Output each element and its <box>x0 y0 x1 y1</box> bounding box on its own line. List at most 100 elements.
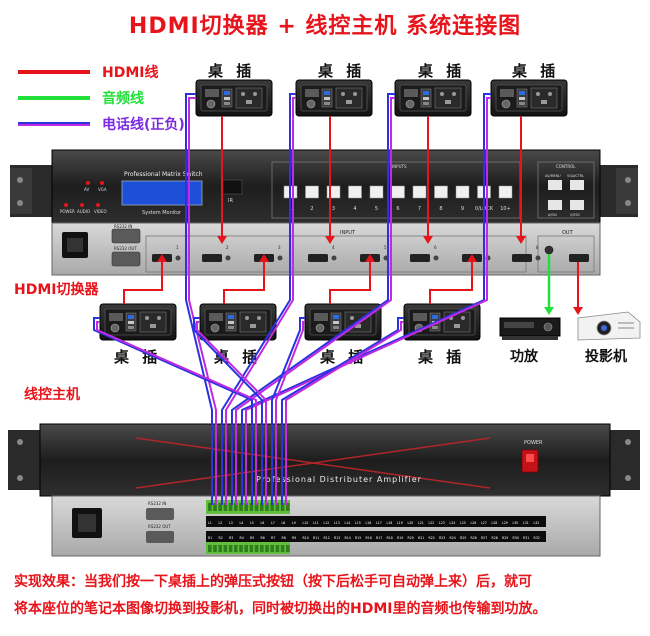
legend-label-audio: 音频线 <box>102 91 144 107</box>
terminal-label-l11: L11 <box>313 521 319 525</box>
desk-label-top-2: 桌 插 <box>318 62 366 80</box>
input-button-4[interactable] <box>348 185 362 199</box>
control-button-av[interactable] <box>548 180 562 190</box>
terminal-label-l19: L19 <box>397 521 403 525</box>
hdmi-input-port-4 <box>308 254 328 262</box>
desk-socket-top-1 <box>195 79 273 117</box>
hdmi-input-port-label-4: 4 <box>332 245 335 250</box>
terminal-label-l2: L2 <box>219 521 223 525</box>
control-button-on[interactable] <box>548 200 562 210</box>
switcher-rs232-out-label: RS232 OUT <box>114 246 137 251</box>
terminal-label-r1: R1 <box>208 536 212 540</box>
terminal-label-l22: L22 <box>429 521 435 525</box>
terminal-label-l18: L18 <box>387 521 393 525</box>
input-button-11[interactable] <box>498 185 513 199</box>
terminal-label-l12: L12 <box>324 521 330 525</box>
terminal-screw-bottom <box>275 545 280 552</box>
terminal-screw-top <box>260 503 264 511</box>
terminal-label-r13: R13 <box>334 536 340 540</box>
terminal-screw-top <box>254 503 259 511</box>
phone-line-blue-1 <box>185 93 213 505</box>
caption-line-2: 将本座位的笔记本图像切换到投影机，同时被切换出的HDMI里的音频也传输到功放。 <box>14 601 547 617</box>
terminal-screw-bottom <box>254 545 259 552</box>
switcher-front-panel: AV VGA POWER AUDIO VIDEO Professional Ma… <box>10 149 638 224</box>
terminal-label-l13: L13 <box>334 521 340 525</box>
input-button-9[interactable] <box>455 185 470 199</box>
hdmi-out-port <box>569 254 589 262</box>
control-label-v-esc: V/ESC <box>570 213 581 217</box>
terminal-screw-bottom <box>239 545 243 552</box>
terminal-screw-bottom <box>234 545 238 552</box>
terminal-label-l3: L3 <box>229 521 233 525</box>
control-label-vga-ctrl: VGA/CTRL <box>567 174 584 178</box>
terminal-label-r12: R12 <box>324 536 330 540</box>
terminal-label-l16: L16 <box>366 521 372 525</box>
phone-line-purple-7 <box>275 321 305 505</box>
input-button-2[interactable] <box>305 185 319 199</box>
terminal-screw-top <box>213 503 217 511</box>
terminal-label-r20: R20 <box>408 536 414 540</box>
terminal-label-r4: R4 <box>240 536 244 540</box>
phone-lines <box>93 93 491 505</box>
terminal-label-r30: R30 <box>513 536 519 540</box>
terminal-label-l5: L5 <box>250 521 254 525</box>
hdmi-input-port-2 <box>202 254 222 262</box>
projector <box>577 311 641 341</box>
input-button-5[interactable] <box>369 185 384 199</box>
terminal-label-r16: R16 <box>366 536 372 540</box>
control-button-vga[interactable] <box>570 180 584 190</box>
control-button-esc[interactable] <box>570 200 584 210</box>
phone-line-blue-8 <box>281 317 404 505</box>
led-label-power: POWER <box>60 209 75 214</box>
port-screw-4 <box>331 255 337 261</box>
terminal-screw-top <box>244 503 248 511</box>
terminal-label-l27: L27 <box>481 521 487 525</box>
terminal-screw-bottom <box>218 545 222 552</box>
switcher-rs232-in-label: RS232 IN <box>114 224 132 229</box>
terminal-screw-bottom <box>244 545 248 552</box>
phone-line-blue-2 <box>221 93 296 505</box>
hdmi-input-port-label-2: 2 <box>226 245 229 250</box>
hdmi-input-port-label-8: 8 <box>536 245 539 250</box>
terminal-label-r22: R22 <box>429 536 435 540</box>
terminal-screw-top <box>228 503 233 511</box>
terminal-label-r31: R31 <box>523 536 529 540</box>
phone-line-purple-3 <box>235 97 395 505</box>
terminal-label-l21: L21 <box>418 521 424 525</box>
inputs-label: INPUTS <box>392 164 407 169</box>
port-screw-2 <box>225 255 231 261</box>
terminal-screw-top <box>286 503 290 511</box>
legend: HDMI线 音频线 电话线(正负) <box>14 60 214 140</box>
input-button-8[interactable] <box>434 185 448 199</box>
terminal-label-r21: R21 <box>418 536 424 540</box>
desk-label-top-1: 桌 插 <box>208 62 256 80</box>
terminal-screw-top <box>265 503 269 511</box>
port-screw-3 <box>277 255 283 261</box>
switcher-product-name: Professional Matrix Switch <box>124 171 203 178</box>
input-button-7[interactable] <box>412 185 427 199</box>
phone-line-purple-2 <box>225 97 296 505</box>
desk-socket-top-3 <box>394 79 472 117</box>
audio-cable <box>544 254 554 315</box>
power-label: POWER <box>524 440 543 446</box>
led-label-video: VIDEO <box>94 209 107 214</box>
phone-line-purple-6 <box>196 321 267 505</box>
terminal-label-r11: R11 <box>313 536 319 540</box>
input-button-3[interactable] <box>326 185 341 199</box>
terminal-label-l8: L8 <box>282 521 286 525</box>
terminal-label-l29: L29 <box>502 521 508 525</box>
legend-label-phone: 电话线(正负) <box>102 117 185 133</box>
terminal-label-l7: L7 <box>271 521 275 525</box>
terminal-label-r27: R27 <box>481 536 487 540</box>
terminal-screw-bottom <box>208 545 212 552</box>
input-button-label-8: 8 <box>439 206 442 212</box>
port-screw-6 <box>433 255 439 261</box>
terminal-screw-top <box>280 503 285 511</box>
input-button-6[interactable] <box>391 185 405 199</box>
terminal-label-l17: L17 <box>376 521 382 525</box>
line-control-label: 线控主机 <box>24 387 80 403</box>
terminal-label-r8: R8 <box>282 536 286 540</box>
switcher-input-label: INPUT <box>340 230 356 236</box>
